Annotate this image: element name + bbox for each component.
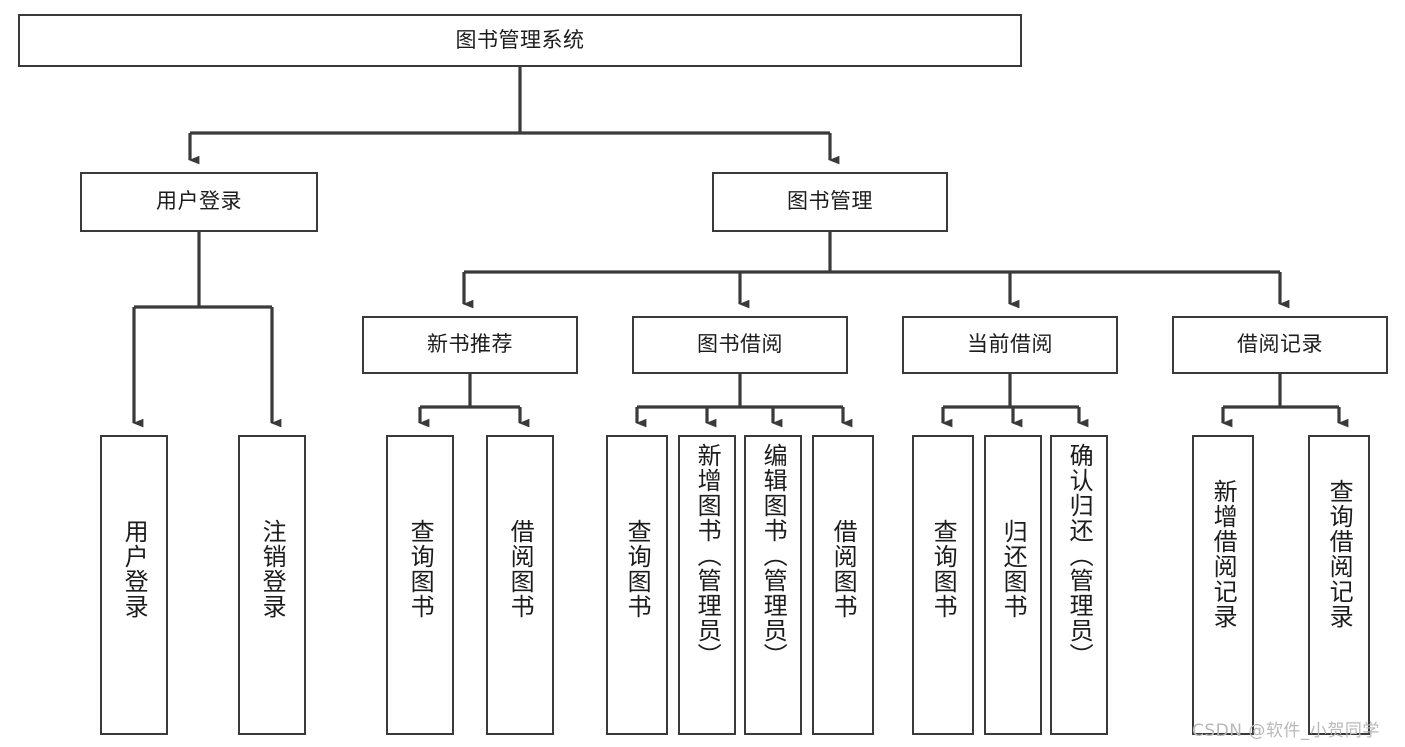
node-label: 查询借阅记录	[1325, 479, 1354, 629]
node-label: 新书推荐	[427, 332, 513, 357]
node-label: 当前借阅	[967, 332, 1053, 357]
node-root-book-management-system[interactable]: 图书管理系统	[18, 14, 1022, 67]
node-label: 借阅图书	[506, 519, 535, 619]
node-label: 新增图书（管理员）	[693, 443, 722, 668]
leaf-add-book-admin[interactable]: 新增图书（管理员）	[678, 435, 736, 735]
node-borrow-record[interactable]: 借阅记录	[1172, 316, 1388, 374]
node-book-borrow[interactable]: 图书借阅	[632, 316, 848, 374]
node-label: 编辑图书（管理员）	[759, 443, 788, 668]
leaf-user-login[interactable]: 用户登录	[100, 435, 168, 735]
node-label: 图书管理系统	[455, 27, 585, 52]
node-label: 新增借阅记录	[1209, 479, 1238, 629]
leaf-edit-book-admin[interactable]: 编辑图书（管理员）	[744, 435, 802, 735]
node-label: 图书借阅	[697, 332, 783, 357]
node-label: 查询图书	[406, 519, 435, 619]
node-label: 归还图书	[999, 519, 1028, 619]
node-label: 确认归还（管理员）	[1065, 443, 1094, 668]
node-label: 查询图书	[929, 519, 958, 619]
leaf-add-borrow-record[interactable]: 新增借阅记录	[1192, 435, 1254, 735]
node-label: 借阅图书	[829, 519, 858, 619]
leaf-query-book-newbook[interactable]: 查询图书	[386, 435, 454, 735]
leaf-query-book-current[interactable]: 查询图书	[912, 435, 974, 735]
node-label: 用户登录	[120, 519, 149, 619]
node-label: 注销登录	[258, 519, 287, 619]
node-label: 图书管理	[787, 189, 873, 214]
leaf-query-borrow-record[interactable]: 查询借阅记录	[1308, 435, 1370, 735]
node-book-management[interactable]: 图书管理	[712, 172, 948, 232]
node-current-borrow[interactable]: 当前借阅	[902, 316, 1118, 374]
node-user-login[interactable]: 用户登录	[80, 172, 318, 232]
leaf-query-book-borrow[interactable]: 查询图书	[606, 435, 668, 735]
leaf-borrow-book-newbook[interactable]: 借阅图书	[486, 435, 554, 735]
leaf-return-book[interactable]: 归还图书	[984, 435, 1042, 735]
leaf-user-logout[interactable]: 注销登录	[238, 435, 306, 735]
leaf-lend-book[interactable]: 借阅图书	[812, 435, 874, 735]
node-label: 借阅记录	[1237, 332, 1323, 357]
node-new-book-recommend[interactable]: 新书推荐	[362, 316, 578, 374]
leaf-confirm-return-admin[interactable]: 确认归还（管理员）	[1050, 435, 1108, 735]
node-label: 查询图书	[623, 519, 652, 619]
node-label: 用户登录	[156, 189, 242, 214]
